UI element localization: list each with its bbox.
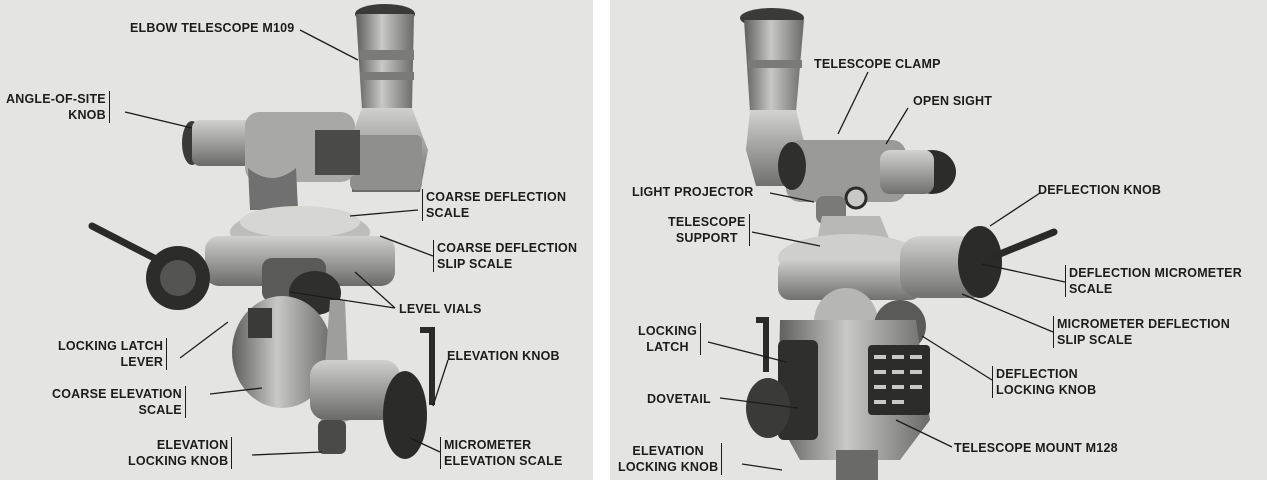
label-line: LOCKING LATCH	[58, 339, 164, 353]
label-line: SLIP SCALE	[437, 257, 513, 271]
label-line: MICROMETER DEFLECTION	[1057, 317, 1230, 331]
label-deflection-knob: DEFLECTION KNOB	[1038, 183, 1162, 197]
left-instrument-illustration	[88, 4, 449, 459]
label-line: LEVER	[120, 355, 164, 369]
label-deflection-micrometer-scale: DEFLECTION MICROMETER SCALE	[1065, 265, 1242, 297]
left-figure-panel: ELBOW TELESCOPE M109 ANGLE-OF-SITE KNOB …	[0, 0, 593, 480]
label-coarse-deflection-scale: COARSE DEFLECTION SCALE	[422, 189, 566, 221]
label-line: LOCKING KNOB	[128, 454, 229, 468]
deflection-handle-shape	[88, 222, 210, 310]
label-angle-of-site-knob: ANGLE-OF-SITE KNOB	[6, 91, 110, 123]
label-coarse-elevation-scale: COARSE ELEVATION SCALE	[52, 386, 186, 418]
label-telescope-clamp: TELESCOPE CLAMP	[814, 57, 941, 71]
label-line: SUPPORT	[675, 231, 738, 245]
label-line: TELESCOPE	[668, 215, 746, 229]
label-line: COARSE ELEVATION	[52, 387, 182, 401]
label-elevation-locking-knob-right: ELEVATION LOCKING KNOB	[618, 443, 723, 475]
label-elevation-locking-knob: ELEVATION LOCKING KNOB	[128, 437, 233, 469]
label-telescope-support: TELESCOPE SUPPORT	[668, 214, 750, 246]
label-line: LOCKING	[638, 324, 698, 338]
label-line: KNOB	[68, 108, 106, 122]
label-line: COARSE DEFLECTION	[426, 190, 567, 204]
label-line: ELEVATION	[156, 438, 229, 452]
label-deflection-locking-knob: DEFLECTION LOCKING KNOB	[992, 366, 1096, 398]
label-line: COARSE DEFLECTION	[437, 241, 578, 255]
elevation-housing-shape	[232, 296, 435, 459]
label-line: DEFLECTION MICROMETER	[1069, 266, 1242, 280]
right-figure-panel: TELESCOPE CLAMP OPEN SIGHT LIGHT PROJECT…	[610, 0, 1267, 480]
label-level-vials: LEVEL VIALS	[399, 302, 482, 316]
label-line: ELEVATION	[632, 444, 704, 458]
label-locking-latch: LOCKING LATCH	[638, 323, 702, 355]
right-leader-lines	[707, 71, 1066, 471]
label-elbow-telescope: ELBOW TELESCOPE M109	[130, 21, 295, 35]
label-open-sight: OPEN SIGHT	[913, 94, 993, 108]
label-line: LATCH	[646, 340, 689, 354]
label-telescope-mount: TELESCOPE MOUNT M128	[954, 441, 1118, 455]
label-line: ELEVATION SCALE	[444, 454, 563, 468]
label-line: SCALE	[138, 403, 182, 417]
label-line: DEFLECTION	[996, 367, 1078, 381]
angle-of-site-knob-shape	[182, 112, 360, 210]
telescope-mount-body-shape	[746, 288, 930, 480]
label-elevation-knob: ELEVATION KNOB	[447, 349, 560, 363]
label-light-projector: LIGHT PROJECTOR	[632, 185, 754, 199]
label-line: SCALE	[426, 206, 470, 220]
left-leader-lines	[124, 29, 449, 456]
label-micrometer-elevation-scale: MICROMETER ELEVATION SCALE	[440, 437, 563, 469]
coarse-deflection-base-shape	[205, 206, 395, 315]
label-line: MICROMETER	[444, 438, 532, 452]
label-line: LOCKING KNOB	[996, 383, 1097, 397]
label-line: SLIP SCALE	[1057, 333, 1133, 347]
label-dovetail: DOVETAIL	[647, 392, 711, 406]
label-line: LOCKING KNOB	[618, 460, 719, 474]
label-locking-latch-lever: LOCKING LATCH LEVER	[58, 338, 168, 370]
telescope-support-shape	[778, 216, 1058, 300]
elbow-telescope-shape	[350, 4, 428, 192]
label-line: ANGLE-OF-SITE	[6, 92, 106, 106]
label-line: SCALE	[1069, 282, 1113, 296]
label-micrometer-deflection-slip-scale: MICROMETER DEFLECTION SLIP SCALE	[1053, 316, 1230, 348]
label-coarse-deflection-slip-scale: COARSE DEFLECTION SLIP SCALE	[433, 240, 577, 272]
telescope-head-shape	[778, 140, 956, 224]
right-instrument-illustration	[707, 8, 1066, 480]
